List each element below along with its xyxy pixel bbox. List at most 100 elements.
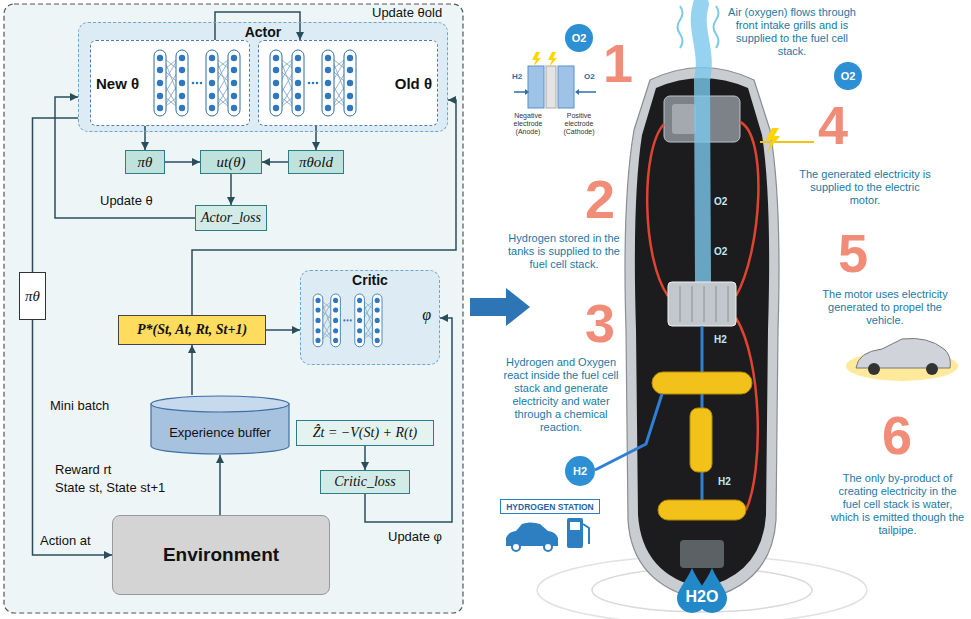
membrane — [546, 66, 556, 108]
motor-detail — [672, 104, 696, 134]
gas-arrow — [525, 89, 529, 95]
label-slot: Update θ — [100, 193, 153, 208]
node-text: New θ — [96, 75, 139, 92]
loss-box: Critic_loss — [320, 470, 410, 494]
electrode-label: Negative electrode (Anode) — [514, 112, 543, 135]
gas-label: H2 — [714, 334, 727, 345]
pump-display — [570, 522, 580, 530]
label-slot: The motor uses electricity generated to … — [815, 288, 955, 327]
buffer-cylinder: Experience buffer — [150, 395, 290, 455]
neural-network — [270, 50, 356, 116]
critic-background — [300, 270, 440, 365]
node-text: πθold — [299, 154, 333, 171]
power-cable — [647, 124, 668, 296]
ratio-box: ut(θ) — [200, 150, 262, 174]
flow-label: Action at — [40, 533, 91, 548]
callout-text: The only by-product of creating electric… — [831, 472, 964, 536]
station-sign: HYDROGEN STATION — [500, 499, 600, 514]
node-text: Actor_loss — [201, 210, 261, 226]
callout-text: Hydrogen stored in the tanks is supplied… — [508, 232, 620, 270]
wheel — [544, 543, 552, 551]
label-slot: 3 — [585, 296, 615, 350]
callout-number: 5 — [838, 223, 868, 283]
panel-background — [4, 4, 463, 613]
hydrogen-tank — [652, 372, 752, 394]
label-slot: O2 — [714, 196, 727, 207]
flow-arrow — [33, 118, 79, 272]
policy-network: Old θ — [258, 40, 438, 126]
label-slot: O2 — [714, 246, 727, 257]
flow-arrow — [219, 455, 221, 515]
neural-network — [313, 294, 382, 347]
label-slot: Negative electrode (Anode) — [504, 112, 552, 136]
label-slot: 1 — [603, 36, 633, 90]
flow-arrow — [230, 174, 232, 205]
flow-arrow — [266, 329, 300, 331]
label-slot: H2 — [718, 476, 731, 487]
cylinder-top — [151, 396, 289, 412]
flow-arrow — [364, 446, 366, 470]
label-slot: Hydrogen stored in the tanks is supplied… — [505, 232, 623, 271]
callout-text: The generated electricity is supplied to… — [799, 168, 930, 206]
gas-label: O2 — [714, 196, 727, 207]
node-text: Critic — [301, 272, 439, 288]
label-slot: 4 — [818, 98, 848, 152]
air-stream — [699, 4, 704, 282]
gas-label: O2 — [714, 246, 727, 257]
callout-number: 1 — [603, 33, 633, 93]
flow-label: Mini batch — [50, 398, 109, 413]
gas-arrow — [514, 91, 525, 93]
fuel-cell-stack — [668, 282, 736, 326]
vehicle-icon — [856, 338, 950, 368]
gas-arrow — [579, 91, 596, 93]
transition-arrow — [470, 288, 530, 326]
pump-hose — [583, 524, 589, 544]
label-slot: Hydrogen and Oxygen react inside the fue… — [500, 356, 622, 434]
node-text: Actor — [79, 24, 447, 40]
node-text: Ẑt = −V(St) + R(t) — [313, 425, 418, 441]
wheel — [926, 363, 938, 375]
policy-box: πθold — [288, 150, 344, 174]
leader-line — [760, 141, 814, 143]
label-slot: 2 — [585, 172, 615, 226]
callout-text: The motor uses electricity generated to … — [822, 288, 947, 326]
node-text: HYDROGEN STATION — [506, 502, 594, 512]
gas-label: H2 — [512, 72, 522, 81]
node-text: πθ — [138, 154, 153, 171]
neural-network — [154, 50, 240, 116]
station-car — [506, 523, 558, 547]
lightning-bolt — [532, 52, 541, 67]
connector-group — [33, 12, 457, 555]
update-label: Update θ — [100, 193, 153, 208]
flow-arrow — [262, 161, 288, 163]
callout-number: 2 — [585, 169, 615, 229]
lightning-bolt — [766, 128, 780, 152]
callout-number: 3 — [585, 293, 615, 353]
node-text: O2 — [572, 32, 587, 44]
policy-output-box: πθ — [19, 272, 46, 320]
label-slot: State st, State st+1 — [55, 480, 165, 495]
air-flow — [678, 6, 683, 48]
label-slot: O2 — [584, 72, 595, 81]
callout-number: 6 — [882, 405, 912, 465]
hydrogen-tank — [658, 500, 746, 520]
gas-arrow — [575, 89, 579, 95]
flow-arrow — [192, 100, 456, 315]
update-label: Update θold — [372, 5, 442, 20]
advantage-box: Ẑt = −V(St) + R(t) — [296, 420, 434, 446]
power-cable — [736, 122, 758, 296]
label-slot: Positive electrode (Cathode) — [554, 112, 604, 136]
policy-box: πθ — [125, 150, 165, 174]
label-slot: H2O — [672, 587, 732, 607]
flow-arrow — [55, 97, 195, 218]
lightning-bolt — [548, 52, 557, 67]
gas-label: H2 — [718, 476, 731, 487]
cathode-plate — [558, 66, 574, 108]
node-text: Old θ — [395, 75, 432, 92]
power-cable — [736, 318, 758, 510]
environment-box: Environment — [112, 515, 330, 595]
label-slot: Reward rt — [55, 462, 111, 477]
flow-arrow — [191, 345, 193, 395]
flow-label: State st, State st+1 — [55, 480, 165, 495]
